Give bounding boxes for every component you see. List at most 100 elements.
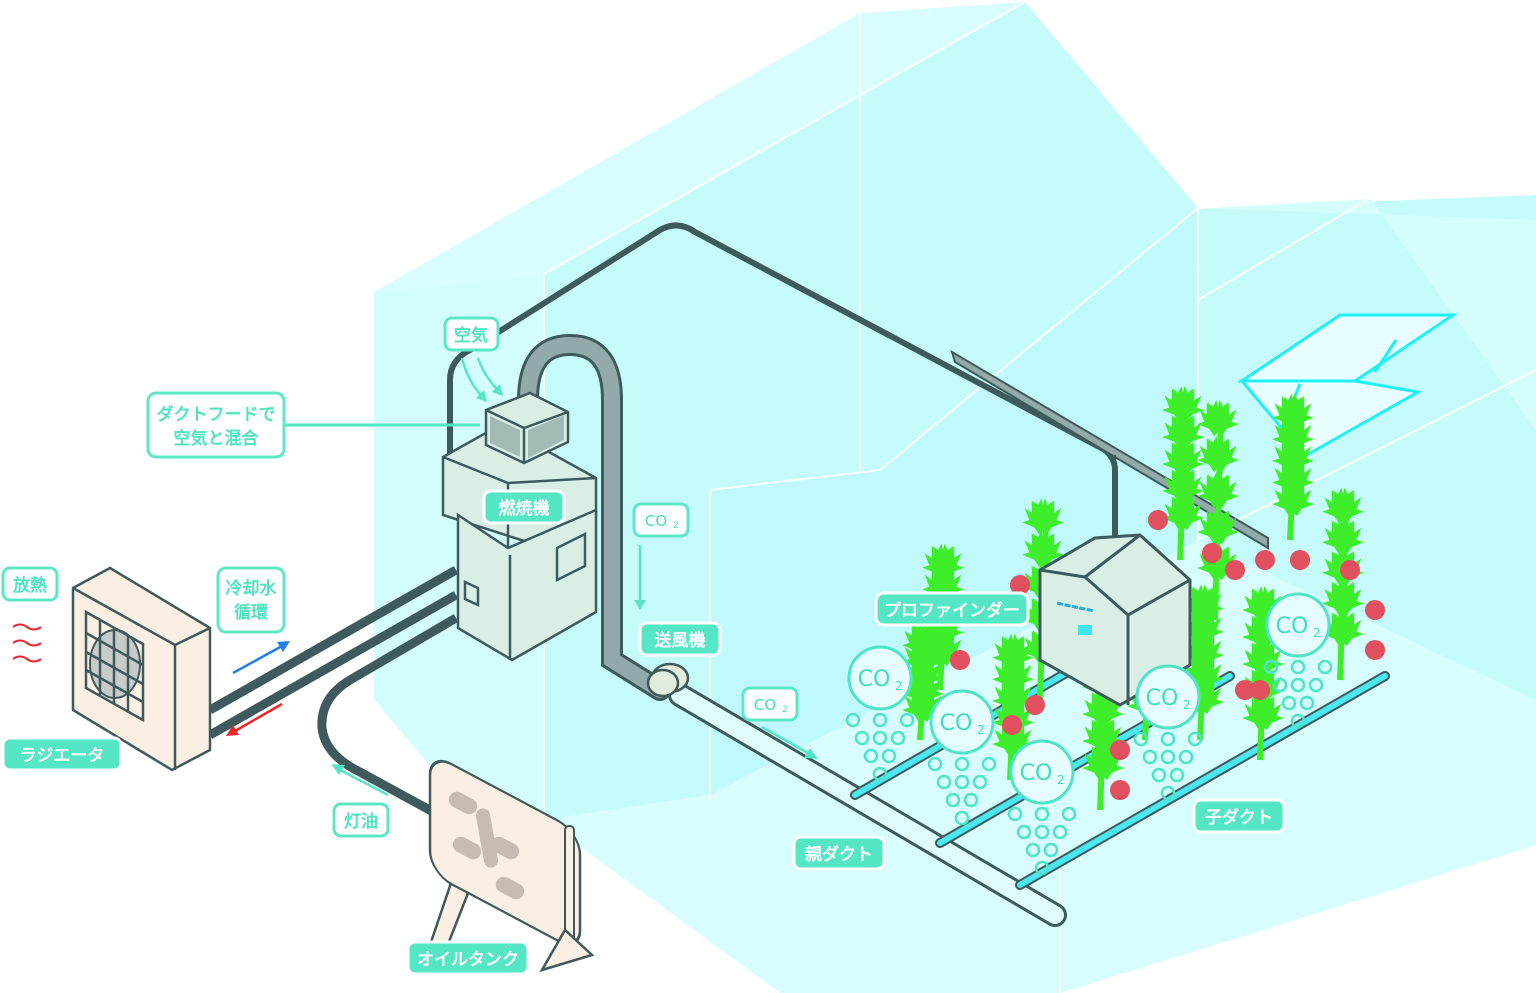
kerosene-pipe [317,614,459,824]
co2-bubble: CO 2 [1133,664,1203,801]
sub-duct [1015,671,1390,890]
co2-diffusion-dot [1052,824,1068,840]
co2-diffusion-dot [954,774,970,790]
co2-diffusion-dot [1151,767,1167,783]
svg-text:空気: 空気 [454,325,488,346]
co2-bubble: CO 2 [1263,592,1333,729]
co2-bubble-label: CO [1146,686,1179,711]
radiator-grille [84,609,145,723]
co2-diffusion-dot [1272,677,1288,693]
greenhouse-roof-right [1198,198,1536,430]
label-co2-main: CO 2 [741,686,799,722]
co2-diffusion-dot [899,712,915,728]
main-duct [668,683,1067,927]
co2-diffusion-dot [1160,749,1176,765]
tomato-fruit [1290,550,1310,570]
co2-diffusion-dot [1290,659,1306,675]
co2-bubble-subscript: 2 [1313,626,1321,640]
co2-diffusion-dot [1178,749,1194,765]
label-coolant: 冷却水 循環 [216,566,286,634]
tomato-fruit [1025,695,1045,715]
co2-bubble-label: CO [1020,761,1053,786]
co2-bubble-circle [1265,592,1331,658]
co2-bubble: CO 2 [845,645,915,782]
co2-diffusion-dot [845,712,861,728]
tomato-fruit [1365,600,1385,620]
co2-diffusion-dot [1160,785,1176,801]
co2-diffusion-dot [936,774,952,790]
label-kerosene: 灯油 [332,802,390,838]
co2-diffusion-dot [963,792,979,808]
tomato-fruit [1110,740,1130,760]
co2-diffusion-dot [854,730,870,746]
svg-text:ダクトフードで: ダクトフードで [157,404,276,425]
cool-flow-arrow [232,641,290,675]
co2-diffusion-dot [954,810,970,826]
svg-text:CO: CO [754,696,776,714]
kerosene-arrow [331,764,389,797]
co2-bubble-label: CO [940,711,973,736]
svg-text:オイルタンク: オイルタンク [417,950,519,970]
svg-text:放熱: 放熱 [12,575,47,596]
co2-diffusion-dot [1133,731,1149,747]
co2-diffusion-dot [981,756,997,772]
co2-bubble-label: CO [858,667,891,692]
tomato-fruit [1148,510,1168,530]
tomato-fruit [1225,560,1245,580]
svg-text:空気と混合: 空気と混合 [174,428,260,449]
co2-diffusion-dot [1016,824,1032,840]
tomato-fruit [1202,543,1222,563]
co2-diffusion-dot [1034,824,1050,840]
co2-diffusion-dot [1142,749,1158,765]
co2-bubble-subscript: 2 [1183,698,1191,712]
co2-bubble-label: CO [1276,614,1309,639]
tomato-fruit [1365,640,1385,660]
co2-diffusion-dot [890,730,906,746]
co2-diffusion-dot [881,748,897,764]
co2-diffusion-dot [1061,806,1077,822]
tomato-fruit [1235,680,1255,700]
air-return-pipe [447,222,1118,568]
label-heat-release: 放熱 [1,566,59,602]
svg-text:送風機: 送風機 [655,630,706,651]
hot-flow-arrow [226,702,283,736]
svg-text:子ダクト: 子ダクト [1205,807,1273,828]
co2-bubble-subscript: 2 [895,679,903,693]
co2-diffusion-dot [1169,767,1185,783]
label-duct-hood: ダクトフードで 空気と混合 [146,391,286,459]
svg-text:ラジエータ: ラジエータ [20,746,105,766]
co2-diffusion-dot [1290,677,1306,693]
co2-diffusion-dot [1290,713,1306,729]
label-profinder: プロファインダー [874,591,1030,627]
co2-diffusion-dot [1281,695,1297,711]
label-sub-duct: 子ダクト [1192,798,1286,834]
co2-bubble-subscript: 2 [1057,773,1065,787]
greenhouse-inner-gable [710,210,1198,800]
blower-fan [646,662,690,698]
co2-bubble-circle [847,645,913,711]
co2-diffusion-dot [1187,731,1203,747]
co2-diag-arrow [761,725,818,759]
co2-bubble: CO 2 [1007,739,1077,876]
co2-diffusion-dot [945,792,961,808]
svg-text:CO: CO [645,512,667,530]
svg-text:灯油: 灯油 [344,811,378,832]
burner-panel [555,531,587,583]
co2-diffusion-dot [872,730,888,746]
tomato-fruit [1340,560,1360,580]
co2-diffusion-dot [872,712,888,728]
burner-unit [441,391,598,662]
co2-bubble-circle [929,689,995,755]
label-main-duct: 親ダクト [792,835,886,871]
duct-hood-grille [484,391,570,465]
label-burner: 燃焼機 [482,489,566,525]
co2-diffusion-dot [1299,695,1315,711]
co2-diffusion-dot [1043,842,1059,858]
co2-diffusion-dot [1263,659,1279,675]
co2-diffusion-dot [1007,806,1023,822]
co2-bubble-circle [1009,739,1075,805]
svg-text:燃焼機: 燃焼機 [499,498,550,519]
